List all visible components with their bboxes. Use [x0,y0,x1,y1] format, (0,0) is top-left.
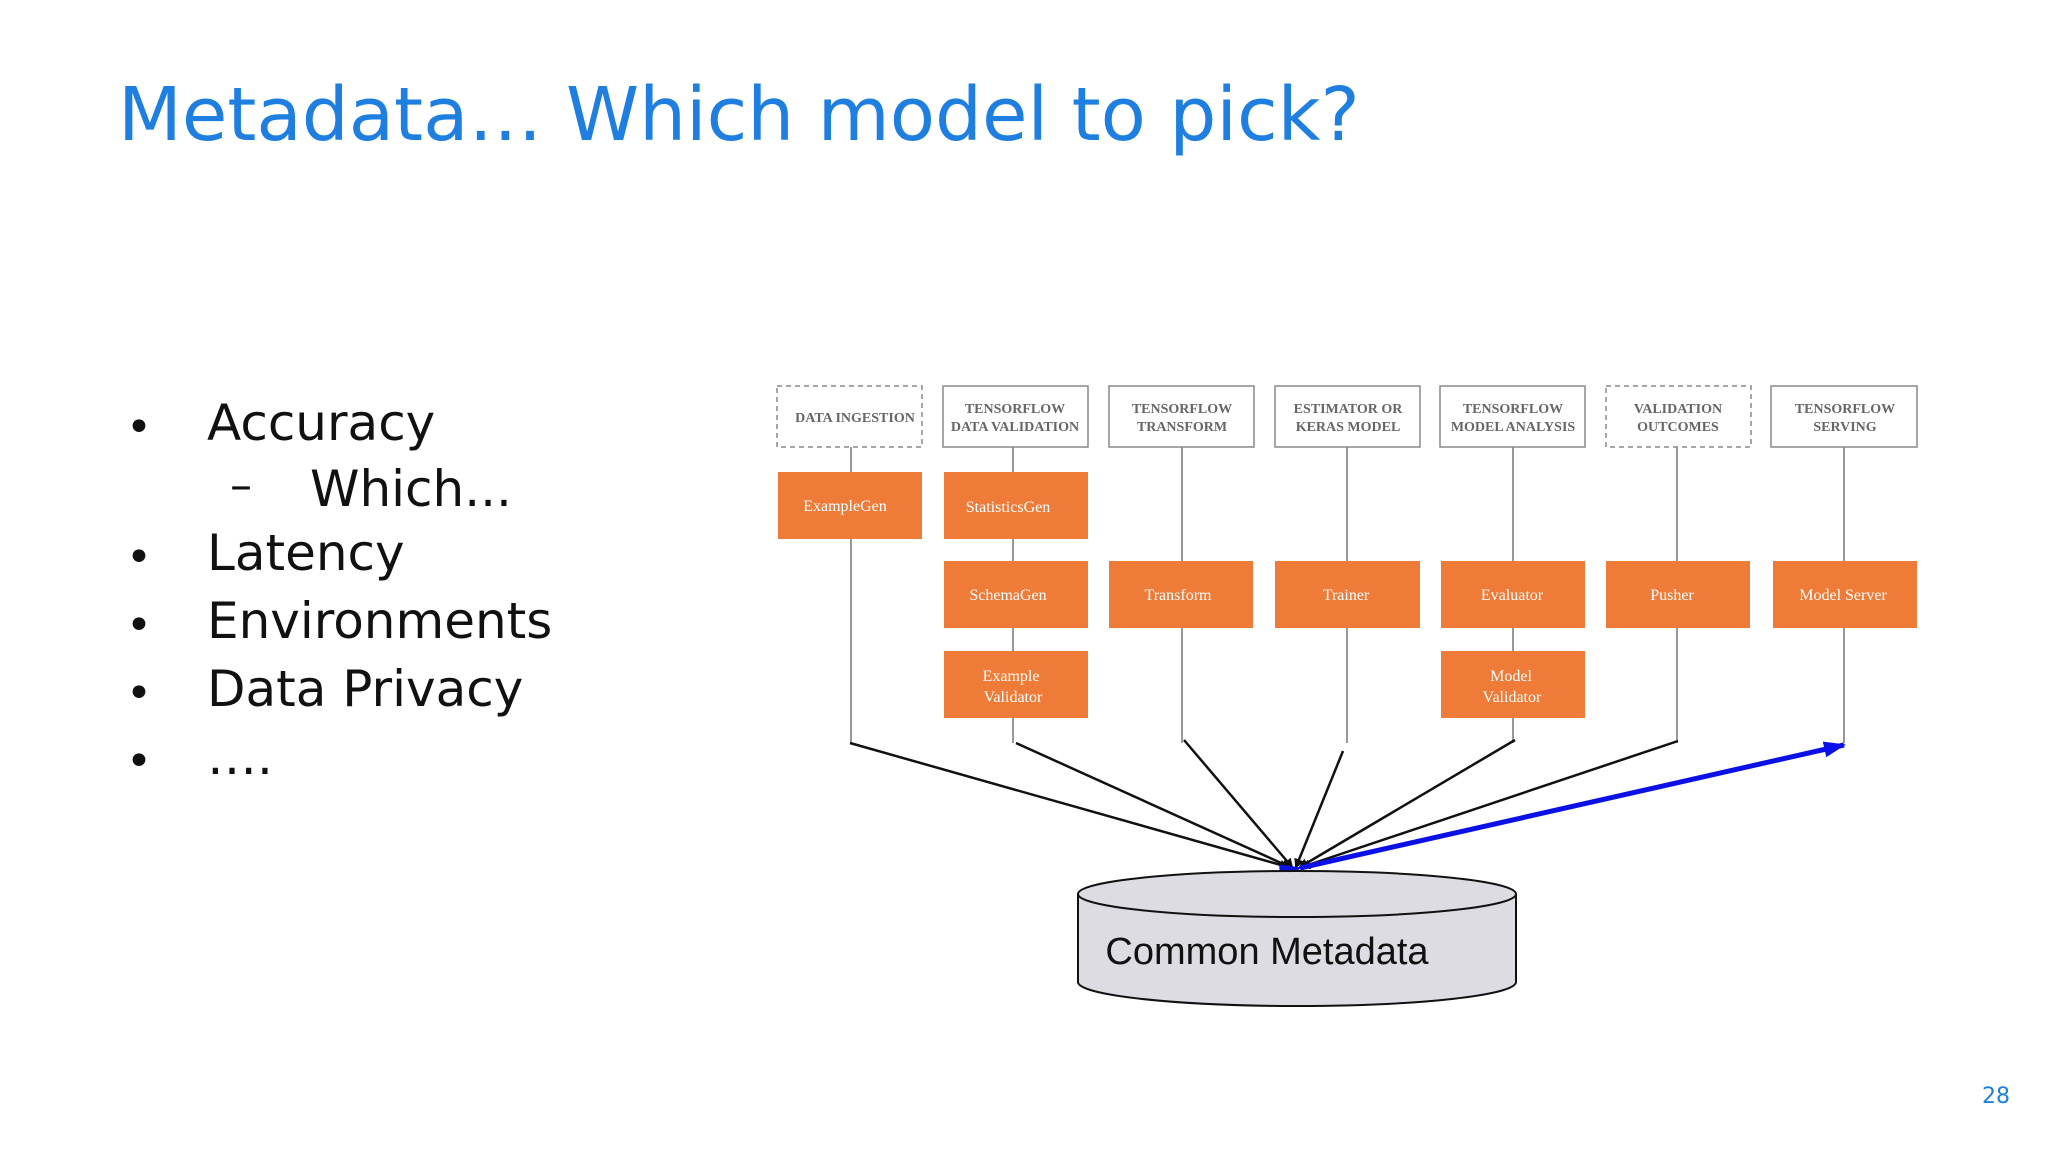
component-model-validator: Model Validator [1441,651,1585,718]
component-label: Validator [1483,689,1542,706]
header-data-ingestion: DATA INGESTION [776,385,923,448]
slide-title: Metadata… Which model to pick? [118,72,1360,158]
component-label: Evaluator [1481,587,1544,604]
metadata-arrows [849,738,1679,870]
sub-bullet-item: Which... [310,460,512,518]
bullet-marker: • [126,668,152,719]
header-label: VALIDATION [1634,402,1722,417]
header-transform: TENSORFLOW TRANSFORM [1108,385,1255,448]
component-label: SchemaGen [969,587,1046,604]
component-model-server: Model Server [1773,561,1917,628]
component-evaluator: Evaluator [1441,561,1585,628]
header-label: OUTCOMES [1637,420,1719,435]
component-trainer: Trainer [1275,561,1420,628]
bullet-item: Accuracy [207,394,436,452]
bullet-marker: • [126,532,152,583]
arrow-trainer [1294,750,1345,869]
component-transform: Transform [1109,561,1253,628]
header-estimator: ESTIMATOR OR KERAS MODEL [1274,385,1421,448]
header-label: MODEL ANALYSIS [1451,420,1576,435]
bullet-item: Latency [207,524,405,582]
component-example-validator: Example Validator [944,651,1088,718]
header-model-analysis: TENSORFLOW MODEL ANALYSIS [1439,385,1586,448]
component-label: Trainer [1323,587,1370,604]
header-label: TENSORFLOW [1795,402,1895,417]
component-label: Pusher [1650,587,1694,604]
bullet-item: Data Privacy [207,660,524,718]
arrow-evaluator [1298,738,1516,869]
header-label: TRANSFORM [1137,420,1227,435]
component-examplegen: ExampleGen [778,472,922,539]
bullet-marker: • [126,402,152,453]
arrow-pusher [1300,739,1679,870]
metadata-store-label: Common Metadata [1105,931,1429,973]
component-label: Model Server [1799,587,1887,604]
header-label: TENSORFLOW [965,402,1065,417]
header-label: TENSORFLOW [1132,402,1232,417]
header-validation-outcomes: VALIDATION OUTCOMES [1605,385,1752,448]
highlight-arrow-model-server [1278,741,1846,881]
bullet-marker: • [126,600,152,651]
header-label: DATA INGESTION [795,411,915,426]
component-label: StatisticsGen [966,499,1050,516]
arrow-transform [1183,739,1294,869]
component-label: ExampleGen [803,498,887,515]
header-label: ESTIMATOR OR [1294,402,1404,417]
arrow-data-validation [1015,741,1292,869]
sub-bullet-marker: – [230,460,252,511]
metadata-store-cylinder: Common Metadata [1077,870,1517,1007]
header-label: KERAS MODEL [1296,420,1401,435]
component-pusher: Pusher [1606,561,1750,628]
component-label: Model [1490,668,1532,685]
page-number: 28 [1982,1084,2010,1109]
arrow-examplegen [849,741,1290,870]
component-schemagen: SchemaGen [944,561,1088,628]
header-label: SERVING [1813,420,1876,435]
component-label: Transform [1145,587,1213,604]
header-label: TENSORFLOW [1463,402,1563,417]
bullet-marker: • [126,736,152,787]
header-serving: TENSORFLOW SERVING [1770,385,1918,448]
component-statisticsgen: StatisticsGen [944,472,1088,539]
header-data-validation: TENSORFLOW DATA VALIDATION [942,385,1089,448]
component-label: Validator [984,689,1043,706]
header-label: DATA VALIDATION [951,420,1079,435]
component-label: Example [983,668,1040,685]
bullet-item: Environments [207,592,553,650]
bullet-item: …. [207,728,273,786]
